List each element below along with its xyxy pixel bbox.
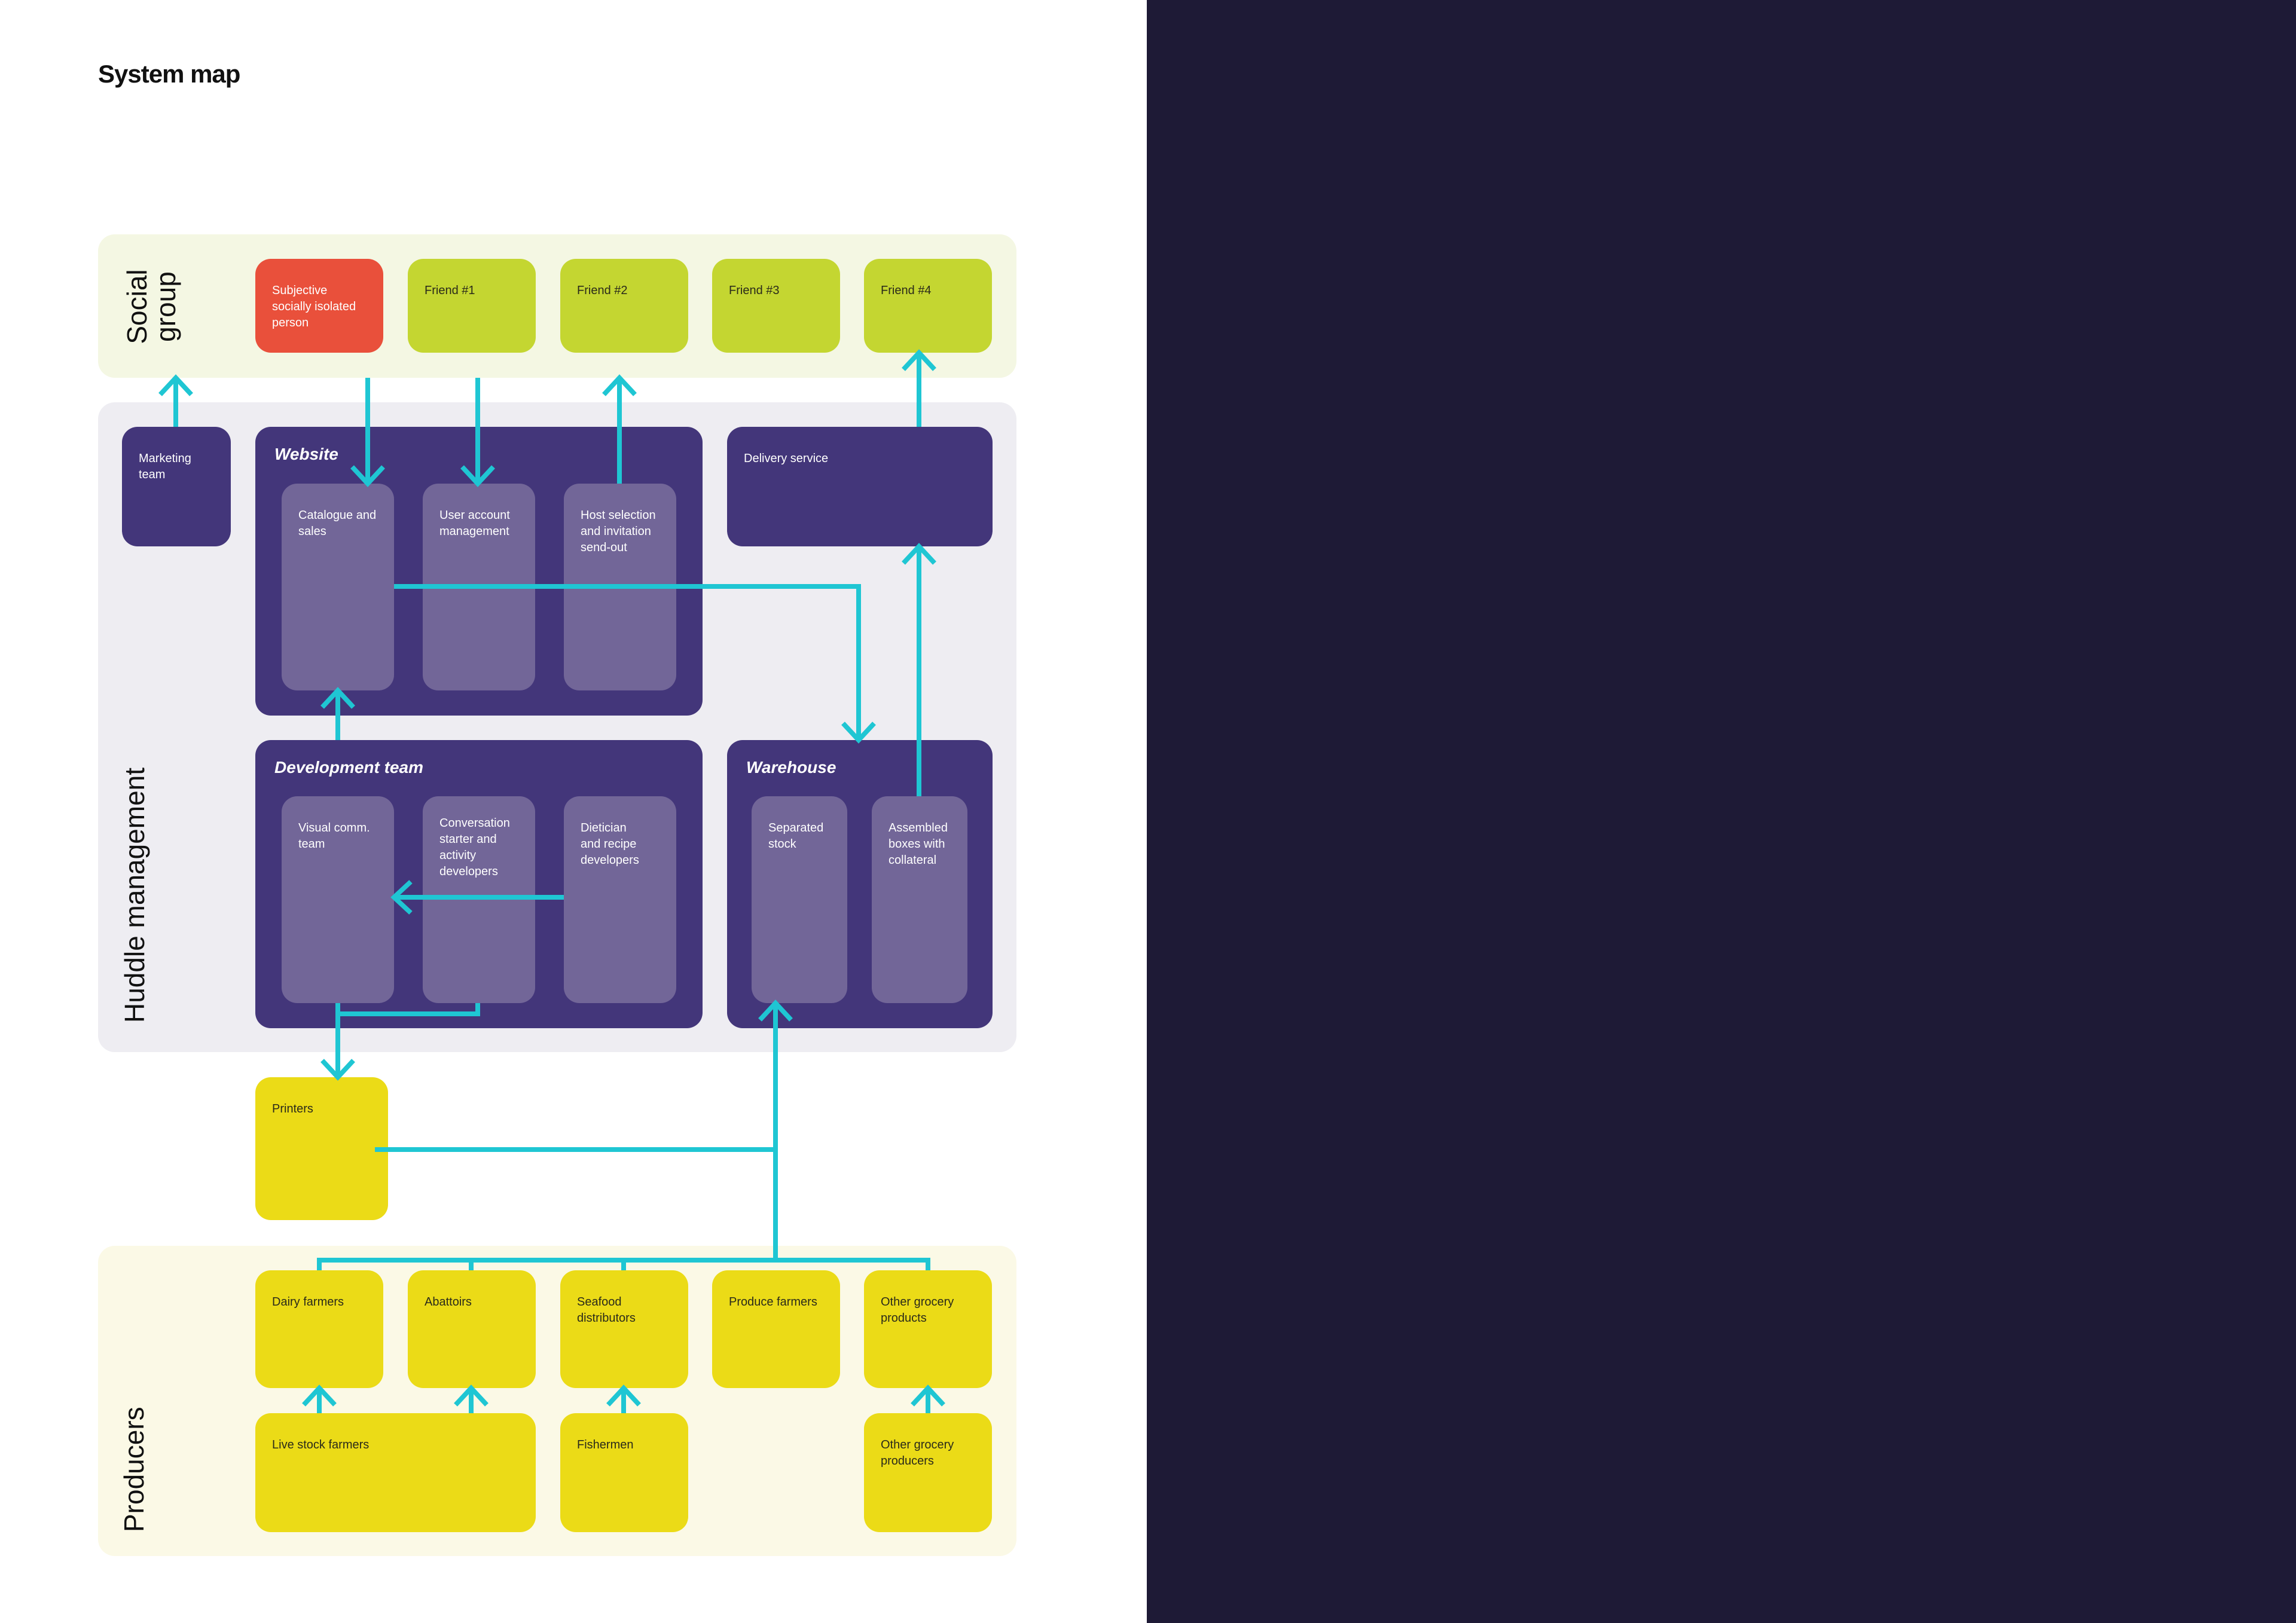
friend-3-box: Friend #3 xyxy=(712,259,840,353)
separated-stock-label: Separated stock xyxy=(768,821,824,851)
social-group-label: Social group xyxy=(121,269,182,344)
social-group-band xyxy=(98,234,1016,378)
producers-band xyxy=(98,1246,1016,1556)
seafood-distributors-box: Seafood distributors xyxy=(560,1270,688,1388)
friend-3-label: Friend #3 xyxy=(729,284,780,297)
host-selection-label: Host selection and invitation send-out xyxy=(581,509,656,554)
isolated-person-label: Subjective socially isolated person xyxy=(272,284,356,329)
catalogue-sales-module: Catalogue and sales xyxy=(282,484,394,690)
other-grocery-products-label: Other grocery products xyxy=(881,1295,954,1325)
friend-1-box: Friend #1 xyxy=(408,259,536,353)
delivery-service-label: Delivery service xyxy=(744,452,829,465)
abattoirs-label: Abattoirs xyxy=(425,1295,472,1309)
website-title: Website xyxy=(274,445,338,463)
producers-label: Producers xyxy=(118,1407,149,1532)
delivery-service-box: Delivery service xyxy=(727,427,993,546)
produce-farmers-box: Produce farmers xyxy=(712,1270,840,1388)
friend-2-box: Friend #2 xyxy=(560,259,688,353)
fishermen-box: Fishermen xyxy=(560,1413,688,1532)
separated-stock-area: Separated stock xyxy=(752,796,847,1003)
seafood-distributors-label: Seafood distributors xyxy=(577,1295,636,1325)
dietician-label: Dietician and recipe developers xyxy=(581,821,639,867)
assembled-boxes-area: Assembled boxes with collateral xyxy=(872,796,967,1003)
diagram-canvas: System map Social group Huddle managemen… xyxy=(0,0,1147,1623)
dairy-farmers-label: Dairy farmers xyxy=(272,1295,344,1309)
user-account-label: User account management xyxy=(439,509,510,538)
friend-1-label: Friend #1 xyxy=(425,284,475,297)
user-account-module: User account management xyxy=(423,484,535,690)
arrowhead-up xyxy=(158,374,193,396)
other-grocery-producers-box: Other grocery producers xyxy=(864,1413,992,1532)
warehouse-title: Warehouse xyxy=(746,758,836,777)
marketing-team-box: Marketing team xyxy=(122,427,231,546)
dietician-team: Dietician and recipe developers xyxy=(564,796,676,1003)
friend-4-box: Friend #4 xyxy=(864,259,992,353)
visual-comm-team: Visual comm. team xyxy=(282,796,394,1003)
live-stock-farmers-box: Live stock farmers xyxy=(255,1413,536,1532)
development-team-title: Development team xyxy=(274,758,423,777)
abattoirs-box: Abattoirs xyxy=(408,1270,536,1388)
host-selection-module: Host selection and invitation send-out xyxy=(564,484,676,690)
printers-label: Printers xyxy=(272,1102,313,1115)
other-grocery-producers-label: Other grocery producers xyxy=(881,1438,954,1468)
conversation-starter-team: Conversation starter and activity develo… xyxy=(423,796,535,1003)
friend-4-label: Friend #4 xyxy=(881,284,932,297)
development-team-box: Development team Visual comm. team Conve… xyxy=(255,740,703,1028)
visual-comm-label: Visual comm. team xyxy=(298,821,370,851)
fishermen-label: Fishermen xyxy=(577,1438,634,1451)
catalogue-sales-label: Catalogue and sales xyxy=(298,509,377,538)
dark-background-panel xyxy=(1147,0,2296,1623)
isolated-person-box: Subjective socially isolated person xyxy=(255,259,383,353)
produce-farmers-label: Produce farmers xyxy=(729,1295,817,1309)
page-title: System map xyxy=(98,60,240,88)
friend-2-label: Friend #2 xyxy=(577,284,628,297)
website-box: Website Catalogue and sales User account… xyxy=(255,427,703,716)
warehouse-box: Warehouse Separated stock Assembled boxe… xyxy=(727,740,993,1028)
assembled-boxes-label: Assembled boxes with collateral xyxy=(889,821,948,867)
other-grocery-products-box: Other grocery products xyxy=(864,1270,992,1388)
conversation-starter-label: Conversation starter and activity develo… xyxy=(439,817,510,878)
printers-box: Printers xyxy=(255,1077,388,1220)
dairy-farmers-box: Dairy farmers xyxy=(255,1270,383,1388)
marketing-team-label: Marketing team xyxy=(139,452,191,481)
arrowhead-up xyxy=(602,374,637,396)
arrowhead-down xyxy=(320,1059,355,1081)
huddle-management-label: Huddle management xyxy=(119,767,150,1023)
live-stock-farmers-label: Live stock farmers xyxy=(272,1438,370,1451)
